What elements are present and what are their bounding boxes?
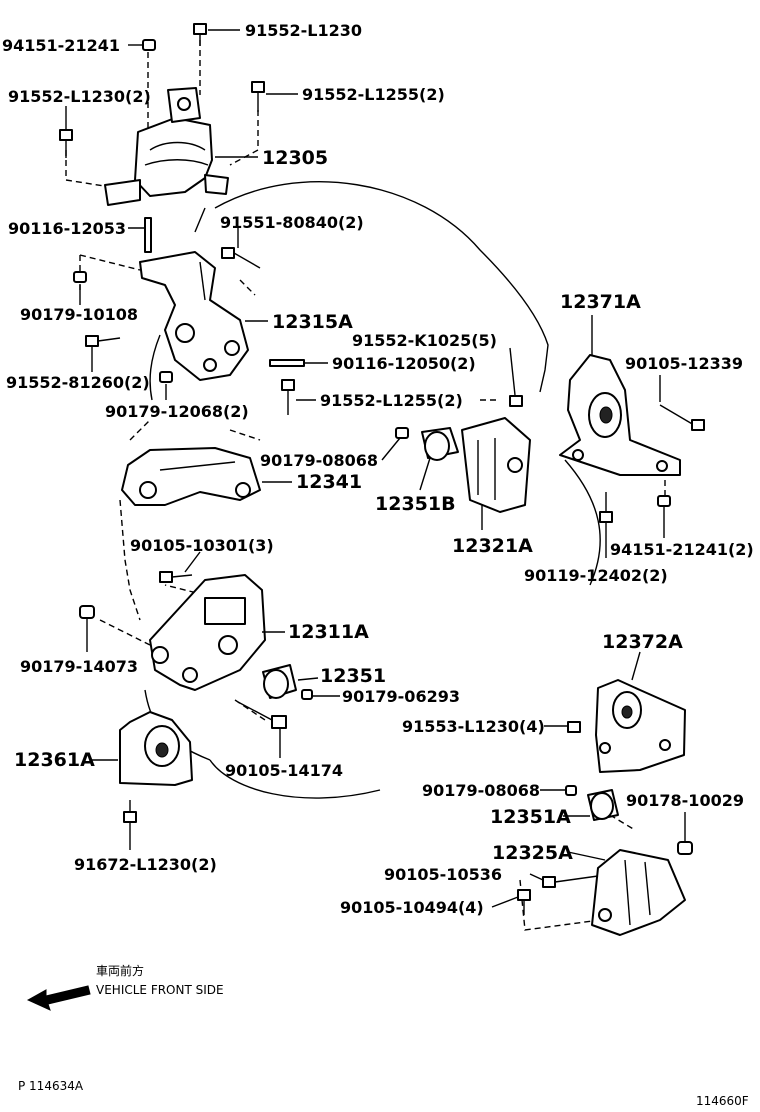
part-12351 <box>262 664 297 699</box>
callout-12351: 12351 <box>320 665 386 687</box>
callout-12305: 12305 <box>262 147 328 169</box>
callout-90105-10301-3: 90105-10301(3) <box>130 536 274 555</box>
callout-12351b: 12351B <box>375 493 456 515</box>
part-12315A <box>139 251 249 381</box>
part-12321A <box>461 417 531 513</box>
callout-90105-10494-4: 90105-10494(4) <box>340 898 484 917</box>
callout-90179-08068: 90179-08068 <box>260 451 378 470</box>
callout-91672-l1230-2: 91672-L1230(2) <box>74 855 217 874</box>
front-note-japanese: 車両前方 <box>96 963 144 978</box>
callout-12371a: 12371A <box>560 291 641 313</box>
footer-right-code: 114660F <box>696 1094 749 1108</box>
part-12351B <box>421 427 459 461</box>
callout-12341: 12341 <box>296 471 362 493</box>
callout-91551-80840-2: 91551-80840(2) <box>220 213 364 232</box>
callout-90179-10108: 90179-10108 <box>20 305 138 324</box>
callout-91553-l1230-4: 91553-L1230(4) <box>402 717 545 736</box>
callout-91552-l1255-2: 91552-L1255(2) <box>302 85 445 104</box>
callout-90105-14174: 90105-14174 <box>225 761 343 780</box>
callout-90119-12402-2: 90119-12402(2) <box>524 566 668 585</box>
callout-94151-21241: 94151-21241 <box>2 36 120 55</box>
callout-90179-08068b: 90179-08068 <box>422 781 540 800</box>
callout-91552-l1255-2b: 91552-L1255(2) <box>320 391 463 410</box>
callout-90179-06293: 90179-06293 <box>342 687 460 706</box>
part-12361A <box>119 711 193 786</box>
callout-90179-14073: 90179-14073 <box>20 657 138 676</box>
callout-12372a: 12372A <box>602 631 683 653</box>
callout-91552-l1230-2: 91552-L1230(2) <box>8 87 151 106</box>
callout-90116-12053: 90116-12053 <box>8 219 126 238</box>
callout-12315a: 12315A <box>272 311 353 333</box>
callout-90179-12068-2: 90179-12068(2) <box>105 402 249 421</box>
part-12341 <box>121 447 261 506</box>
callout-90105-12339: 90105-12339 <box>625 354 743 373</box>
front-arrow-icon <box>26 985 91 1011</box>
front-note-english: VEHICLE FRONT SIDE <box>96 983 224 997</box>
leader-lines <box>65 29 686 908</box>
callout-12351a: 12351A <box>490 806 571 828</box>
part-12311A <box>149 574 266 691</box>
callout-12361a: 12361A <box>14 749 95 771</box>
callout-90178-10029: 90178-10029 <box>626 791 744 810</box>
part-12305 <box>104 87 229 206</box>
callout-91552-l1230: 91552-L1230 <box>245 21 362 40</box>
callout-12311a: 12311A <box>288 621 369 643</box>
part-12325A <box>591 849 686 936</box>
callout-94151-21241-2: 94151-21241(2) <box>610 540 754 559</box>
callout-91552-k1025-5: 91552-K1025(5) <box>352 331 497 350</box>
vehicle-front-note: 車両前方 VEHICLE FRONT SIDE <box>26 963 224 1011</box>
callout-12321a: 12321A <box>452 535 533 557</box>
callout-90116-12050-2: 90116-12050(2) <box>332 354 476 373</box>
footer-left-code: P 114634A <box>18 1079 84 1093</box>
part-12371A <box>559 354 681 476</box>
part-12351A <box>587 789 619 821</box>
part-12372A <box>595 679 686 773</box>
callout-labels: 94151-21241 91552-L1230 91552-L1230(2) 9… <box>2 21 754 917</box>
callout-12325a: 12325A <box>492 842 573 864</box>
callout-90105-10536: 90105-10536 <box>384 865 502 884</box>
callout-91552-81260-2: 91552-81260(2) <box>6 373 150 392</box>
